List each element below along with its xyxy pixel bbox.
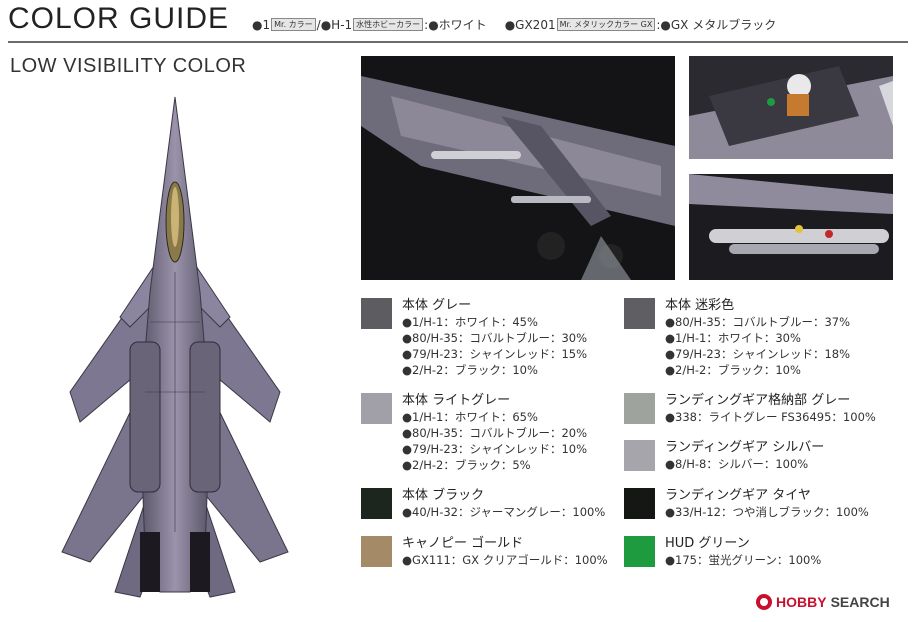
page-title: COLOR GUIDE — [8, 2, 230, 35]
recipe-line: ●40/H-32：ジャーマングレー：100% — [402, 505, 606, 519]
recipe-line: ●2/H-2：ブラック：10% — [402, 363, 538, 377]
watermark-brand: HOBBY — [776, 594, 827, 610]
color-chip — [361, 488, 392, 519]
recipe-line: ●175：蛍光グリーン：100% — [665, 553, 822, 567]
section-subtitle: LOW VISIBILITY COLOR — [10, 55, 247, 77]
model-photo-missiles — [689, 174, 893, 280]
swatch-title: 本体 グレー — [402, 298, 472, 313]
recipe-line: ●80/H-35：コバルトブルー：20% — [402, 426, 588, 440]
swatch-title: 本体 迷彩色 — [665, 298, 735, 313]
recipe-line: ●1/H-1：ホワイト：45% — [402, 315, 538, 329]
model-photo-side — [361, 56, 675, 280]
hobby-search-watermark: HOBBY SEARCH — [756, 594, 890, 610]
recipe-line: ●80/H-35：コバルトブルー：30% — [402, 331, 588, 345]
recipe-line: ●338：ライトグレー FS36495：100% — [665, 410, 876, 424]
color-chip — [361, 536, 392, 567]
model-photo-cockpit — [689, 56, 893, 159]
legend-metal-black-text: :●GX メタルブラック — [656, 18, 777, 32]
recipe-line: ●8/H-8：シルバー：100% — [665, 457, 809, 471]
legend-mr-color-box: Mr. カラー — [271, 18, 316, 31]
recipe-line: ●1/H-1：ホワイト：65% — [402, 410, 538, 424]
swatch-title: 本体 ライトグレー — [402, 393, 511, 408]
swatch-title: 本体 ブラック — [402, 488, 485, 503]
color-chip — [624, 298, 655, 329]
legend-metallic-box: Mr. メタリックカラー GX — [556, 18, 656, 31]
swatch-title: HUD グリーン — [665, 536, 750, 551]
recipe-line: ●2/H-2：ブラック：5% — [402, 458, 531, 472]
color-chip — [624, 440, 655, 471]
color-chip — [361, 298, 392, 329]
aircraft-illustration — [61, 96, 289, 598]
recipe-line: ●80/H-35：コバルトブルー：37% — [665, 315, 851, 329]
legend-aqueous-box: 水性ホビーカラー — [353, 18, 424, 31]
paint-legend: ●1 Mr. カラー / ●H-1 水性ホビーカラー :●ホワイト ●GX201… — [252, 16, 776, 33]
legend-white-text: :●ホワイト — [424, 18, 487, 32]
legend-h1: ●H-1 — [320, 17, 353, 32]
legend-gx201: ●GX201 — [504, 17, 556, 32]
legend-dot1: ●1 — [252, 17, 271, 32]
watermark-word: SEARCH — [830, 594, 890, 610]
recipe-line: ●79/H-23：シャインレッド：15% — [402, 347, 588, 361]
legend-slash: / — [316, 17, 321, 32]
swatch-title: ランディングギア シルバー — [665, 440, 825, 455]
color-chip — [624, 393, 655, 424]
recipe-line: ●GX111：GX クリアゴールド：100% — [402, 553, 608, 567]
swatch-title: キャノピー ゴールド — [402, 536, 524, 551]
recipe-line: ●79/H-23：シャインレッド：10% — [402, 442, 588, 456]
recipe-line: ●79/H-23：シャインレッド：18% — [665, 347, 851, 361]
recipe-line: ●2/H-2：ブラック：10% — [665, 363, 801, 377]
color-chip — [361, 393, 392, 424]
recipe-line: ●1/H-1：ホワイト：30% — [665, 331, 801, 345]
hobby-search-logo-icon — [756, 594, 772, 610]
color-chip — [624, 536, 655, 567]
title-divider — [8, 41, 908, 43]
swatch-title: ランディングギア格納部 グレー — [665, 393, 851, 408]
color-chip — [624, 488, 655, 519]
recipe-line: ●33/H-12：つや消しブラック：100% — [665, 505, 869, 519]
swatch-title: ランディングギア タイヤ — [665, 488, 811, 503]
